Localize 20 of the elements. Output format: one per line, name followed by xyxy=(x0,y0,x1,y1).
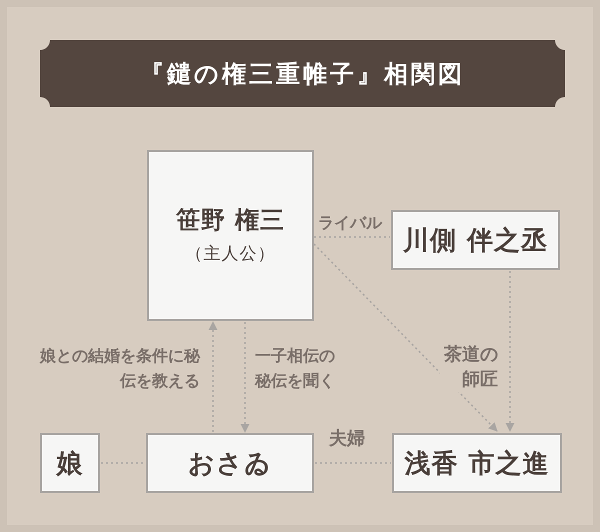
connector-line xyxy=(315,462,391,464)
character-box xyxy=(392,433,562,493)
character-box xyxy=(147,150,314,321)
name-text: 笹野 権三 xyxy=(176,204,286,236)
name-text: 川側 伴之丞 xyxy=(402,224,548,258)
character-box xyxy=(391,210,560,270)
edge-label: 茶道の師匠 xyxy=(440,342,498,392)
name-text: おさゐ xyxy=(188,448,272,480)
arrow xyxy=(240,322,250,433)
character-box xyxy=(146,433,314,493)
title: 『鑓の権三重帷子』相関図 xyxy=(140,58,465,90)
role-text: （主人公） xyxy=(186,243,276,265)
arrow xyxy=(506,271,514,432)
arrow xyxy=(208,321,218,432)
arrow xyxy=(313,243,498,432)
connector-line xyxy=(101,462,145,464)
character-box xyxy=(40,433,100,493)
connector-line xyxy=(314,236,390,238)
name-text: 浅香 市之進 xyxy=(404,448,550,480)
name-text: 娘 xyxy=(56,448,84,480)
